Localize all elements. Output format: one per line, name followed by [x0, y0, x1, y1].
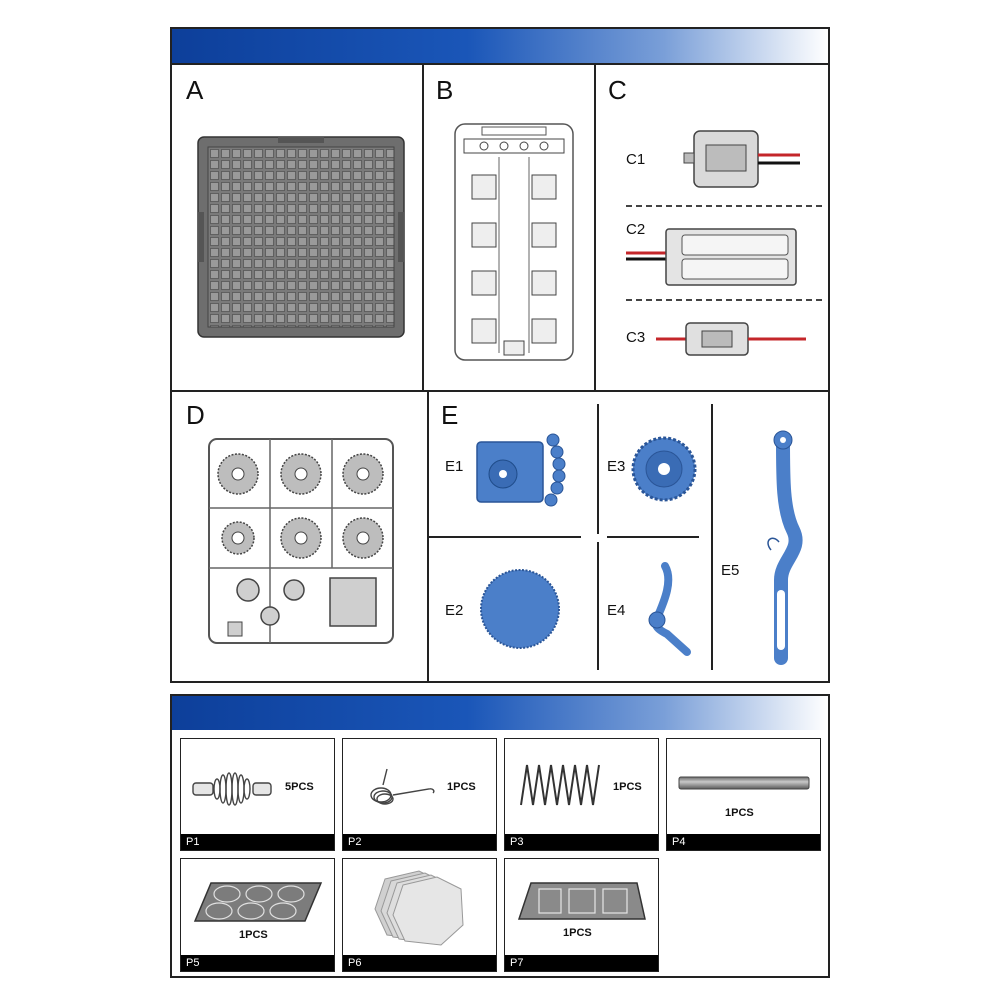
compression-spring-icon	[520, 764, 600, 806]
label-c3: C3	[626, 329, 646, 346]
grid-line-d-e	[427, 390, 429, 683]
divider-c1-c2	[626, 205, 822, 207]
item-p1: 5PCS P1	[180, 738, 335, 851]
item-p5-footer	[181, 955, 334, 971]
code-p4: P4	[669, 835, 689, 849]
scored-board-icon	[517, 882, 646, 920]
grid-line-b-c	[594, 63, 596, 390]
label-c1: C1	[626, 151, 646, 168]
code-p3: P3	[507, 835, 527, 849]
gear-e3-icon	[631, 436, 697, 502]
item-p3: 1PCS P3	[504, 738, 659, 851]
metal-rod-icon	[678, 776, 810, 790]
cell-b: B	[424, 65, 594, 390]
label-e4: E4	[607, 602, 626, 619]
disc-e2-icon	[480, 569, 560, 649]
grid-line-middle	[172, 390, 828, 392]
item-p6-footer	[343, 955, 496, 971]
item-p4-footer	[667, 834, 820, 850]
torsion-spring-icon	[370, 768, 435, 805]
cell-c: C C1 C2 C3	[596, 65, 830, 390]
cell-a-letter: A	[186, 75, 204, 105]
battery-box-c2-icon	[626, 228, 797, 286]
qty-p2: 1PCS	[447, 781, 476, 793]
item-p7-footer	[505, 955, 658, 971]
grid-line-top	[172, 63, 828, 65]
label-e5: E5	[721, 562, 740, 579]
parts-panel: A B	[170, 27, 830, 683]
item-p1-footer	[181, 834, 334, 850]
label-e1: E1	[445, 458, 464, 475]
parts-panel-banner	[172, 29, 828, 63]
code-p7: P7	[507, 956, 527, 970]
divider-e-left-lower	[597, 542, 599, 670]
code-p6: P6	[345, 956, 365, 970]
cell-d: D	[172, 392, 427, 683]
item-p5: 1PCS P5	[180, 858, 335, 972]
divider-e-right	[711, 404, 713, 670]
punched-sheet-icon	[193, 882, 323, 922]
spring-coil-icon	[192, 772, 272, 806]
qty-p4: 1PCS	[725, 807, 754, 819]
gear-sprue-d-icon	[208, 438, 394, 644]
qty-p1: 5PCS	[285, 781, 314, 793]
components-panel-banner	[172, 696, 828, 730]
divider-e3-e4	[607, 536, 699, 538]
cell-a: A	[172, 65, 422, 390]
cell-b-letter: B	[436, 75, 454, 105]
baseplate-grid-icon	[197, 136, 405, 338]
cell-d-letter: D	[186, 400, 205, 430]
linkage-e5-icon	[767, 430, 803, 665]
item-p3-footer	[505, 834, 658, 850]
label-e2: E2	[445, 602, 464, 619]
cell-e-letter: E	[441, 400, 459, 430]
label-c2: C2	[626, 221, 646, 238]
label-e3: E3	[607, 458, 626, 475]
divider-e1-e2	[429, 536, 581, 538]
item-p4: 1PCS P4	[666, 738, 821, 851]
components-panel: 5PCS P1 1PCS P2 1PCS P3	[170, 694, 830, 978]
motor-c1-icon	[683, 130, 800, 188]
cell-c-letter: C	[608, 75, 627, 105]
switch-c3-icon	[656, 322, 806, 356]
grid-line-a-b	[422, 63, 424, 390]
item-p6: P6	[342, 858, 497, 972]
lever-e4-icon	[648, 562, 691, 656]
item-p2-footer	[343, 834, 496, 850]
qty-p3: 1PCS	[613, 781, 642, 793]
item-p7: 1PCS P7	[504, 858, 659, 972]
item-p2: 1PCS P2	[342, 738, 497, 851]
code-p1: P1	[183, 835, 203, 849]
crank-e1-icon	[476, 433, 566, 507]
qty-p7: 1PCS	[563, 927, 592, 939]
paper-discs-icon	[374, 870, 464, 946]
sprue-b-icon	[454, 123, 574, 361]
divider-e-left	[597, 404, 599, 534]
cell-e: E E1 E3 E2 E4	[429, 392, 830, 683]
divider-c2-c3	[626, 299, 822, 301]
code-p5: P5	[183, 956, 203, 970]
code-p2: P2	[345, 835, 365, 849]
qty-p5: 1PCS	[239, 929, 268, 941]
